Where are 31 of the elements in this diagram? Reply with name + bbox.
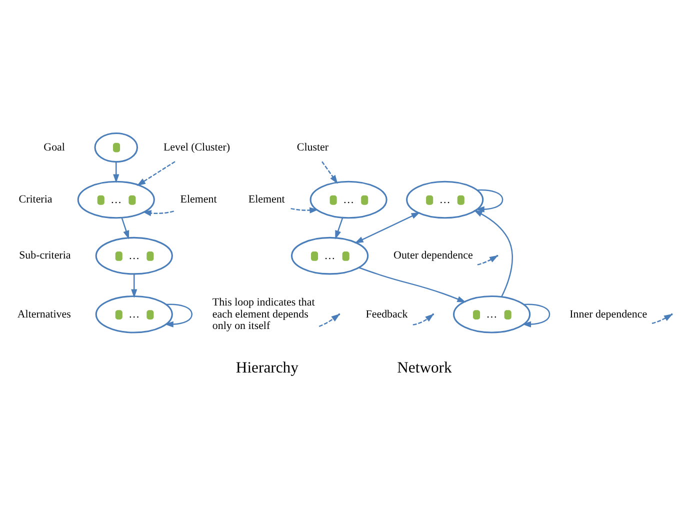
node-text: Cluster: [296, 140, 329, 153]
arrow: [476, 188, 504, 212]
node-text: This loop indicates that each element depends only on itself: [212, 296, 315, 332]
arrow: [474, 209, 513, 296]
node-ellipse: …: [77, 180, 155, 218]
arrow: [164, 303, 192, 327]
arrow: [322, 160, 338, 184]
arrow: [358, 266, 466, 302]
arrow: [113, 162, 120, 183]
arrow: [354, 212, 420, 243]
node-ellipse: …: [95, 236, 173, 274]
arrow: [522, 303, 550, 327]
node-label: Goal: [44, 140, 65, 153]
arrow: [142, 210, 174, 216]
arrow: [136, 160, 176, 186]
node-label: Sub-criteria: [19, 249, 71, 262]
node-text: Element: [248, 193, 285, 206]
arrow: [335, 217, 344, 239]
arrow: [290, 206, 318, 213]
node-ellipse: [94, 132, 138, 162]
node-text: Element: [180, 193, 217, 206]
node-label: Alternatives: [17, 308, 71, 320]
arrow: [131, 274, 138, 298]
node-label: Criteria: [18, 193, 52, 206]
label: Network: [397, 359, 452, 376]
node-text: Inner dependence: [570, 308, 648, 320]
node-text: Feedback: [366, 308, 408, 320]
label: Hierarchy: [236, 359, 298, 376]
node-text: Outer dependence: [394, 249, 473, 262]
node-text: Level (Cluster): [163, 140, 230, 153]
arrow: [121, 217, 130, 239]
